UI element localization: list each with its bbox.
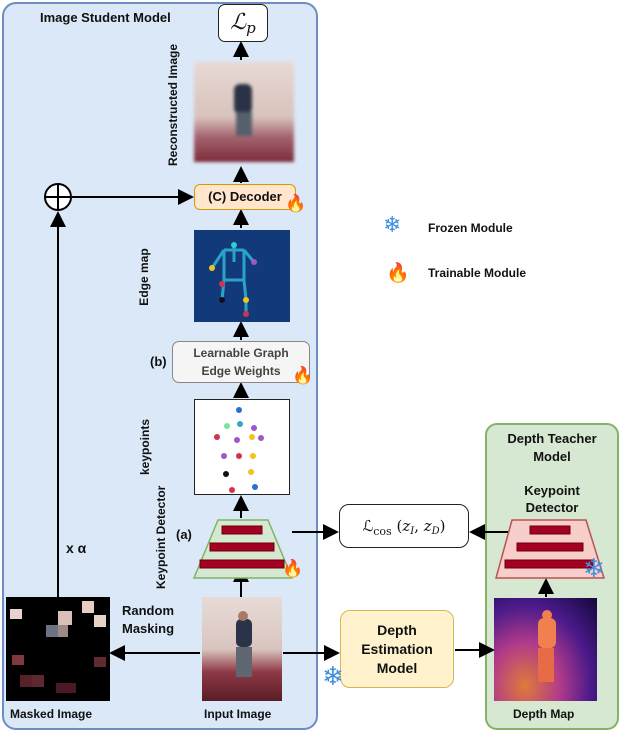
depth-est-line2: Estimation: [361, 641, 433, 657]
masking-line2: Masking: [122, 621, 175, 636]
input-image: [202, 597, 282, 701]
fire-icon: 🔥: [386, 263, 410, 284]
graph-line1: Learnable Graph: [193, 346, 289, 360]
fire-icon: 🔥: [285, 194, 307, 213]
decoder-label: (C) Decoder: [208, 189, 282, 204]
masked-image-caption: Masked Image: [10, 707, 93, 721]
student-model-title: Image Student Model: [40, 10, 171, 25]
loss-p-label: ℒp: [230, 10, 256, 37]
depth-map-caption: Depth Map: [513, 707, 575, 721]
decoder-box: (C) Decoder: [194, 184, 296, 210]
depth-map-image: [494, 598, 597, 701]
random-masking-label: Random Masking: [122, 602, 174, 638]
teacher-title: Depth Teacher Model: [487, 430, 617, 466]
edge-map-image: [194, 230, 290, 322]
reconstructed-label: Reconstructed Image: [166, 43, 180, 166]
graph-tag: (b): [150, 354, 167, 369]
depth-estimation-box: Depth Estimation Model: [340, 610, 454, 688]
teacher-detector-line2: Detector: [525, 500, 579, 515]
skeleton-graph: [209, 242, 257, 317]
snowflake-icon: ❄: [583, 553, 605, 583]
graph-line2: Edge Weights: [201, 364, 281, 378]
masked-image: [6, 597, 110, 701]
teacher-title-line1: Depth Teacher: [507, 431, 597, 446]
detector-tag: (a): [176, 527, 192, 542]
alpha-label: x α: [66, 540, 87, 556]
edge-map-label: Edge map: [137, 248, 151, 306]
student-detector-label: Keypoint Detector: [154, 485, 168, 589]
reconstructed-image: [194, 62, 294, 162]
keypoints-image: [194, 399, 290, 495]
keypoints-scatter: [214, 407, 264, 493]
loss-cos-label: ℒcos (zI, zD): [362, 517, 446, 538]
legend-trainable-label: Trainable Module: [428, 266, 527, 280]
fire-icon: 🔥: [292, 366, 314, 385]
teacher-detector-line1: Keypoint: [524, 483, 580, 498]
masking-line1: Random: [122, 603, 174, 618]
depth-est-line3: Model: [376, 660, 418, 676]
legend-frozen-label: Frozen Module: [428, 221, 513, 235]
teacher-detector-label: Keypoint Detector: [487, 482, 617, 516]
snowflake-icon: ❄: [383, 212, 402, 237]
loss-p-box: ℒp: [218, 4, 268, 42]
input-image-caption: Input Image: [204, 707, 272, 721]
teacher-title-line2: Model: [533, 449, 571, 464]
depth-est-line1: Depth: [377, 622, 417, 638]
learnable-graph-box: Learnable Graph Edge Weights: [172, 341, 310, 383]
fire-icon: 🔥: [282, 559, 304, 578]
snowflake-icon: ❄: [322, 661, 344, 691]
keypoints-label: keypoints: [138, 419, 152, 476]
loss-cos-box: ℒcos (zI, zD): [339, 504, 469, 548]
